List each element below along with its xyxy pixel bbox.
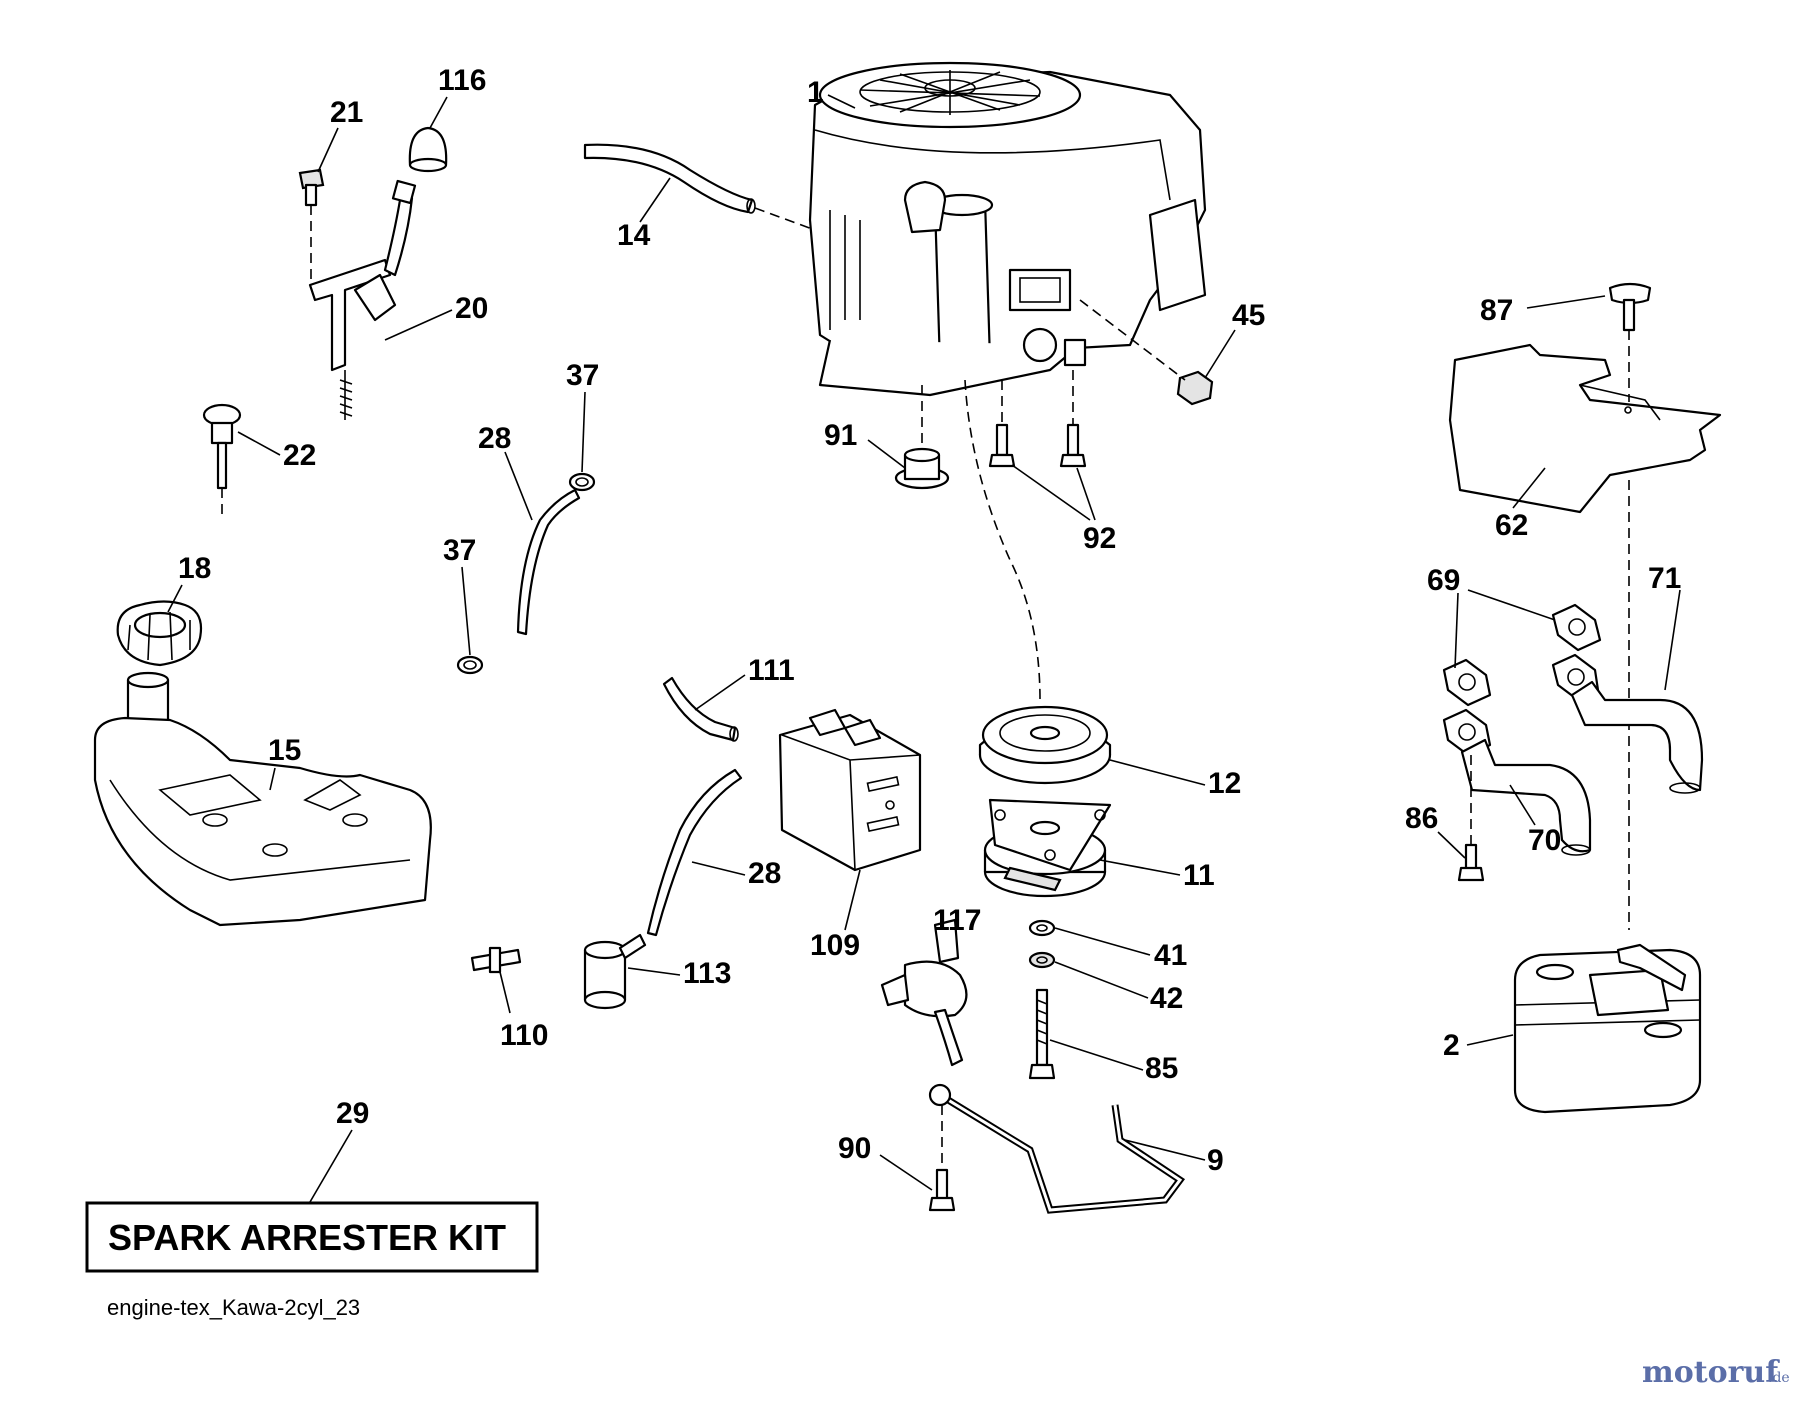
fitting-part xyxy=(470,946,522,974)
clutch-part xyxy=(983,798,1112,898)
part-number-label: 2 xyxy=(1443,1029,1460,1062)
heat-shield-part xyxy=(1448,343,1722,514)
part-number-label: 11 xyxy=(1183,859,1215,892)
rod-part xyxy=(928,1083,1186,1214)
diagram-filename: engine-tex_Kawa-2cyl_23 xyxy=(107,1295,360,1320)
fuel-tank-part xyxy=(93,671,432,927)
exhaust-pipe-part xyxy=(1442,708,1592,856)
exhaust-pipe-part xyxy=(1551,653,1704,794)
bolt-part xyxy=(988,423,1087,468)
part-number-label: 69 xyxy=(1427,564,1460,597)
part-number-label: 20 xyxy=(455,292,488,325)
bolt-part xyxy=(298,168,325,207)
clip-part xyxy=(880,918,968,1067)
part-number-label: 92 xyxy=(1083,522,1116,555)
throttle-control-part xyxy=(308,179,417,420)
engine-part xyxy=(808,61,1207,397)
part-number-label: 116 xyxy=(438,64,486,97)
kit-label: SPARK ARRESTER KIT xyxy=(108,1217,506,1258)
bolt-part xyxy=(1457,843,1485,882)
screw-part xyxy=(1608,282,1652,332)
part-number-label: 28 xyxy=(478,422,511,455)
gasket-part xyxy=(1442,603,1602,707)
part-number-label: 45 xyxy=(1232,299,1265,332)
hose-part xyxy=(583,143,756,214)
part-number-label: 1 xyxy=(807,76,824,109)
part-number-label: 117 xyxy=(933,904,981,937)
part-number-label: 9 xyxy=(1207,1144,1224,1177)
muffler-part xyxy=(1513,943,1702,1114)
watermark-logo: motoruf xyxy=(1642,1355,1780,1390)
part-number-label: 22 xyxy=(283,439,316,472)
part-number-label: 70 xyxy=(1528,824,1561,857)
canister-part xyxy=(778,708,922,872)
part-number-label: 62 xyxy=(1495,509,1528,542)
washer-part xyxy=(1028,951,1056,969)
part-number-label: 85 xyxy=(1145,1052,1178,1085)
washer-part xyxy=(1028,919,1056,937)
part-number-label: 21 xyxy=(330,96,363,129)
part-number-label: 15 xyxy=(268,734,301,767)
spacer-part xyxy=(894,447,950,490)
part-number-label: 28 xyxy=(748,857,781,890)
nut-part xyxy=(1176,370,1214,406)
part-number-label: 71 xyxy=(1648,562,1681,595)
clamp-part xyxy=(456,472,596,675)
part-number-label: 29 xyxy=(336,1097,369,1130)
part-number-label: 41 xyxy=(1154,939,1187,972)
fuel-filter-part xyxy=(583,933,647,1010)
part-number-label: 113 xyxy=(683,957,731,990)
knob-part xyxy=(408,126,448,173)
part-number-label: 18 xyxy=(178,552,211,585)
part-number-label: 37 xyxy=(566,359,599,392)
knob-part xyxy=(202,403,242,490)
part-number-label: 14 xyxy=(617,219,651,252)
part-number-label: 12 xyxy=(1208,767,1241,800)
bolt-part xyxy=(1028,988,1056,1080)
part-number-label: 42 xyxy=(1150,982,1183,1015)
part-number-label: 90 xyxy=(838,1132,871,1165)
pulley-part xyxy=(978,705,1112,785)
bolt-part xyxy=(928,1168,956,1212)
fuel-cap-part xyxy=(116,600,203,667)
watermark-suffix: .de xyxy=(1768,1370,1790,1386)
part-number-label: 109 xyxy=(810,929,860,962)
part-number-label: 91 xyxy=(824,419,857,452)
part-number-label: 86 xyxy=(1405,802,1438,835)
part-number-label: 111 xyxy=(748,654,795,687)
part-number-label: 87 xyxy=(1480,294,1513,327)
part-number-label: 110 xyxy=(500,1019,548,1052)
part-number-label: 37 xyxy=(443,534,476,567)
kit-label-box xyxy=(85,1201,539,1273)
